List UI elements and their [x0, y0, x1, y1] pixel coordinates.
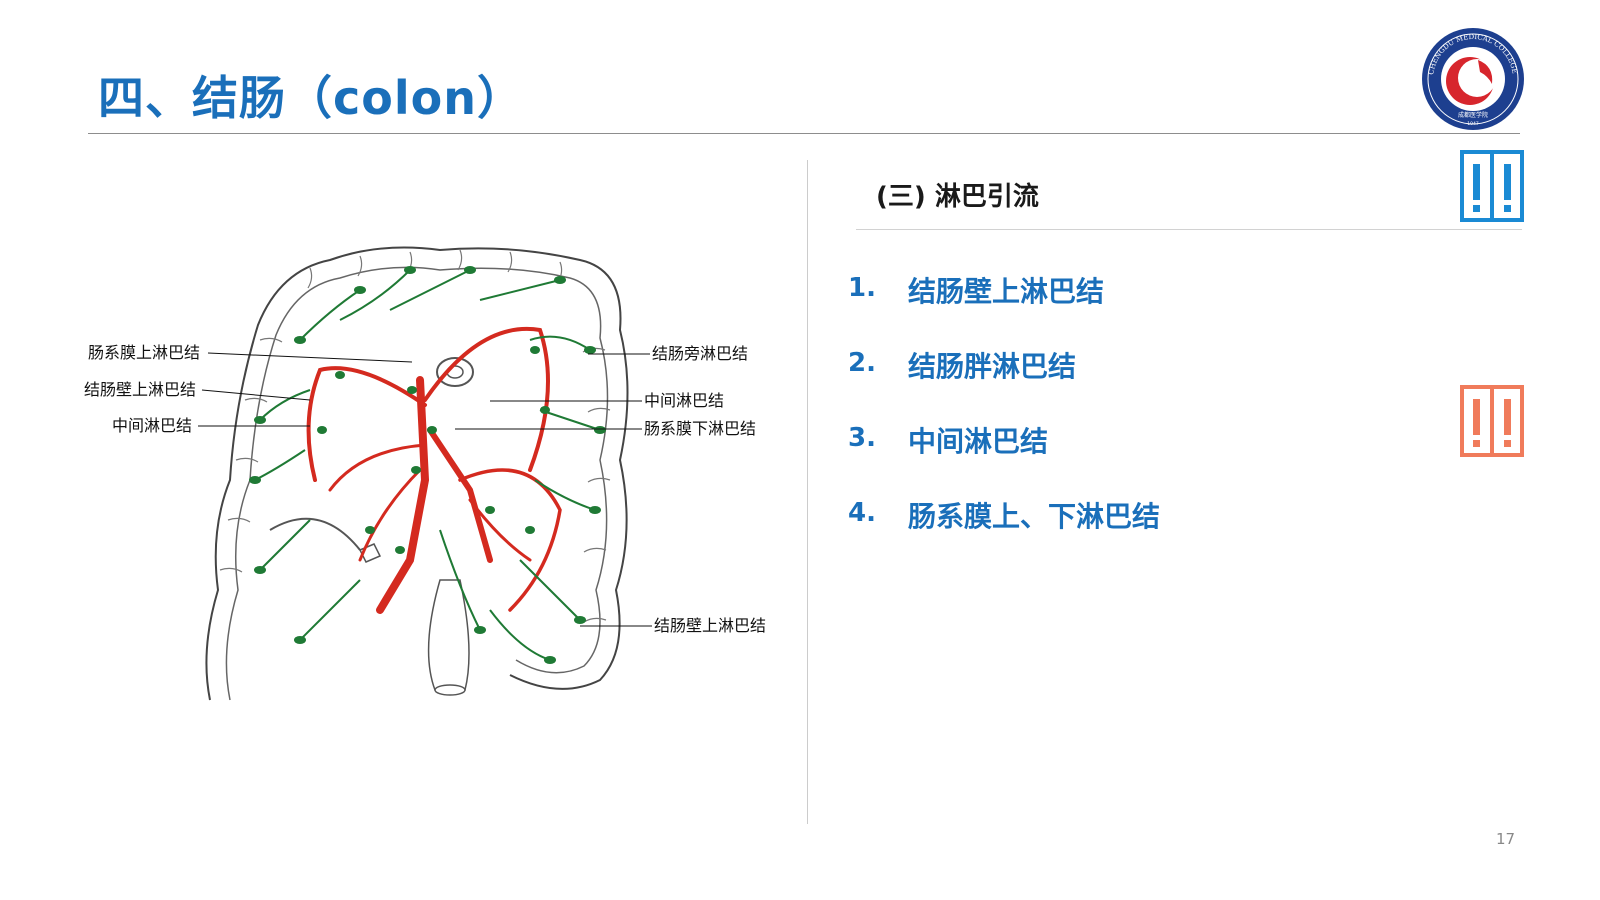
figure-label-epicolic-nodes-right: 结肠壁上淋巴结: [654, 616, 766, 636]
list-item-text: 中间淋巴结: [908, 420, 1048, 460]
figure-label-epicolic-nodes-left: 结肠壁上淋巴结: [84, 380, 196, 400]
column-divider: [807, 160, 808, 824]
colon-lymph-illustration: 肠系膜上淋巴结 结肠壁上淋巴结 中间淋巴结 结肠旁淋巴结 中间淋巴结 肠系膜下淋…: [60, 230, 800, 720]
logo-chinese-name: 成都医学院: [1458, 111, 1488, 119]
figure-label-superior-mesenteric-nodes: 肠系膜上淋巴结: [88, 343, 200, 363]
colon-illustration-drawing: [60, 230, 800, 720]
list-item: 2. 结肠胖淋巴结: [848, 345, 1160, 420]
list-item: 4. 肠系膜上、下淋巴结: [848, 495, 1160, 570]
artery-network: [309, 329, 560, 610]
logo-year: 1947: [1467, 121, 1479, 127]
slide-title: 四、结肠（colon）: [98, 62, 524, 128]
college-logo: CHENGDU MEDICAL COLLEGE 成都医学院 1947: [1420, 26, 1526, 132]
list-item-number: 1.: [848, 270, 908, 303]
lymph-drainage-list: 1. 结肠壁上淋巴结 2. 结肠胖淋巴结 3. 中间淋巴结 4. 肠系膜上、下淋…: [848, 270, 1160, 570]
section-heading: (三) 淋巴引流: [876, 176, 1039, 213]
list-item: 1. 结肠壁上淋巴结: [848, 270, 1160, 345]
list-item-number: 4.: [848, 495, 908, 528]
figure-label-intermediate-nodes-left: 中间淋巴结: [112, 416, 192, 436]
list-item-number: 2.: [848, 345, 908, 378]
list-item-text: 肠系膜上、下淋巴结: [908, 495, 1160, 535]
exclamation-double-icon: [1460, 385, 1524, 457]
figure-label-inferior-mesenteric-nodes: 肠系膜下淋巴结: [644, 419, 756, 439]
section-underline: [856, 229, 1522, 230]
list-item: 3. 中间淋巴结: [848, 420, 1160, 495]
list-item-text: 结肠壁上淋巴结: [908, 270, 1104, 310]
list-item-text: 结肠胖淋巴结: [908, 345, 1076, 385]
exclamation-double-icon: [1460, 150, 1524, 222]
page-number: 17: [1496, 830, 1515, 848]
list-item-number: 3.: [848, 420, 908, 453]
title-underline: [88, 133, 1520, 134]
figure-label-paracolic-nodes: 结肠旁淋巴结: [652, 344, 748, 364]
figure-label-intermediate-nodes-right: 中间淋巴结: [644, 391, 724, 411]
